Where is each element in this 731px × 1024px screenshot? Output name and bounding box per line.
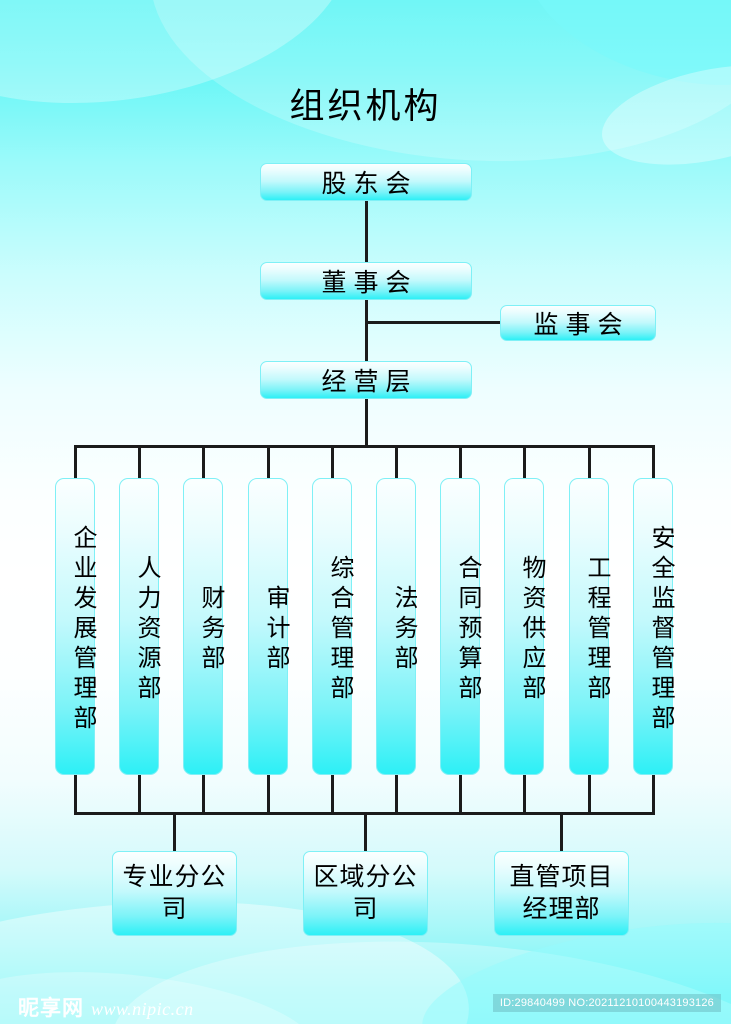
department-box-6: 法务部 bbox=[376, 478, 416, 775]
department-box-10-label: 安全监督管理部 bbox=[647, 524, 673, 735]
subsidiary-box-2: 区域分公司 bbox=[303, 851, 428, 936]
connector-board-to-management bbox=[365, 300, 368, 361]
department-box-7-label: 合同预算部 bbox=[454, 554, 480, 705]
connector-bus-to-department-1 bbox=[73, 445, 77, 478]
connector-management-to-bus bbox=[365, 399, 368, 445]
connector-department-1-to-bus bbox=[73, 775, 77, 815]
department-box-2-label: 人力资源部 bbox=[133, 554, 159, 705]
connector-bus-to-subsidiary-3 bbox=[560, 812, 563, 851]
connector-bus-to-department-2 bbox=[137, 445, 141, 478]
subsidiary-box-2-label: 区域分公司 bbox=[313, 863, 418, 923]
department-box-2: 人力资源部 bbox=[119, 478, 159, 775]
department-box-9: 工程管理部 bbox=[569, 478, 609, 775]
connector-bus-to-department-5 bbox=[330, 445, 334, 478]
connector-department-7-to-bus bbox=[458, 775, 462, 815]
connector-bus-to-department-3 bbox=[201, 445, 205, 478]
status-badge: ID:29840499 NO:20211210100443193126 bbox=[492, 994, 721, 1012]
connector-bus-to-subsidiary-2 bbox=[364, 812, 367, 851]
node-board-of-directors: 董事会 bbox=[260, 262, 472, 300]
subsidiary-box-3-label: 直管项目经理部 bbox=[509, 863, 614, 923]
connector-bus-to-department-8 bbox=[522, 445, 526, 478]
node-board-of-supervisors: 监事会 bbox=[500, 305, 656, 341]
page-title: 组织机构 bbox=[289, 87, 442, 126]
connector-department-6-to-bus bbox=[394, 775, 398, 815]
node-board-of-supervisors-label: 监事会 bbox=[533, 312, 630, 339]
connector-shareholders-to-board bbox=[365, 201, 368, 262]
connector-department-8-to-bus bbox=[522, 775, 526, 815]
connector-bus-to-subsidiary-1 bbox=[173, 812, 176, 851]
department-box-10: 安全监督管理部 bbox=[633, 478, 673, 775]
connector-bus-to-department-4 bbox=[266, 445, 270, 478]
department-box-9-label: 工程管理部 bbox=[583, 554, 609, 705]
subsidiary-box-3: 直管项目经理部 bbox=[494, 851, 629, 936]
connector-department-4-to-bus bbox=[266, 775, 270, 815]
connector-bus-to-department-7 bbox=[458, 445, 462, 478]
department-box-5-label: 综合管理部 bbox=[326, 554, 352, 705]
connector-board-to-supervisors bbox=[366, 321, 500, 324]
department-box-3: 财务部 bbox=[183, 478, 223, 775]
brand-name: 昵享网 bbox=[18, 996, 84, 1020]
connector-bus-to-department-10 bbox=[651, 445, 655, 478]
department-box-8: 物资供应部 bbox=[504, 478, 544, 775]
connector-department-3-to-bus bbox=[201, 775, 205, 815]
department-box-4-label: 审计部 bbox=[262, 584, 288, 675]
department-bus-top bbox=[73, 445, 655, 448]
connector-department-2-to-bus bbox=[137, 775, 141, 815]
node-shareholders-label: 股东会 bbox=[321, 171, 418, 198]
department-box-4: 审计部 bbox=[248, 478, 288, 775]
connector-bus-to-department-6 bbox=[394, 445, 398, 478]
department-box-1-label: 企业发展管理部 bbox=[69, 524, 95, 735]
node-management-level: 经营层 bbox=[260, 361, 472, 399]
department-box-8-label: 物资供应部 bbox=[518, 554, 544, 705]
connector-department-10-to-bus bbox=[651, 775, 655, 815]
department-box-1: 企业发展管理部 bbox=[55, 478, 95, 775]
node-board-of-directors-label: 董事会 bbox=[321, 270, 418, 297]
subsidiary-box-1-label: 专业分公司 bbox=[122, 863, 227, 923]
brand-url: www.nipic.cn bbox=[91, 999, 194, 1019]
node-shareholders: 股东会 bbox=[260, 163, 472, 201]
node-management-level-label: 经营层 bbox=[321, 369, 418, 396]
subsidiary-box-1: 专业分公司 bbox=[112, 851, 237, 936]
department-box-7: 合同预算部 bbox=[440, 478, 480, 775]
footer-watermark: 昵享网 www.nipic.cn ID:29840499 NO:20211210… bbox=[0, 985, 731, 1024]
connector-bus-to-department-9 bbox=[587, 445, 591, 478]
brand-logo: 昵享网 www.nipic.cn bbox=[18, 992, 194, 1022]
department-box-5: 综合管理部 bbox=[312, 478, 352, 775]
connector-department-9-to-bus bbox=[587, 775, 591, 815]
department-box-6-label: 法务部 bbox=[390, 584, 416, 675]
department-box-3-label: 财务部 bbox=[197, 584, 223, 675]
connector-department-5-to-bus bbox=[330, 775, 334, 815]
